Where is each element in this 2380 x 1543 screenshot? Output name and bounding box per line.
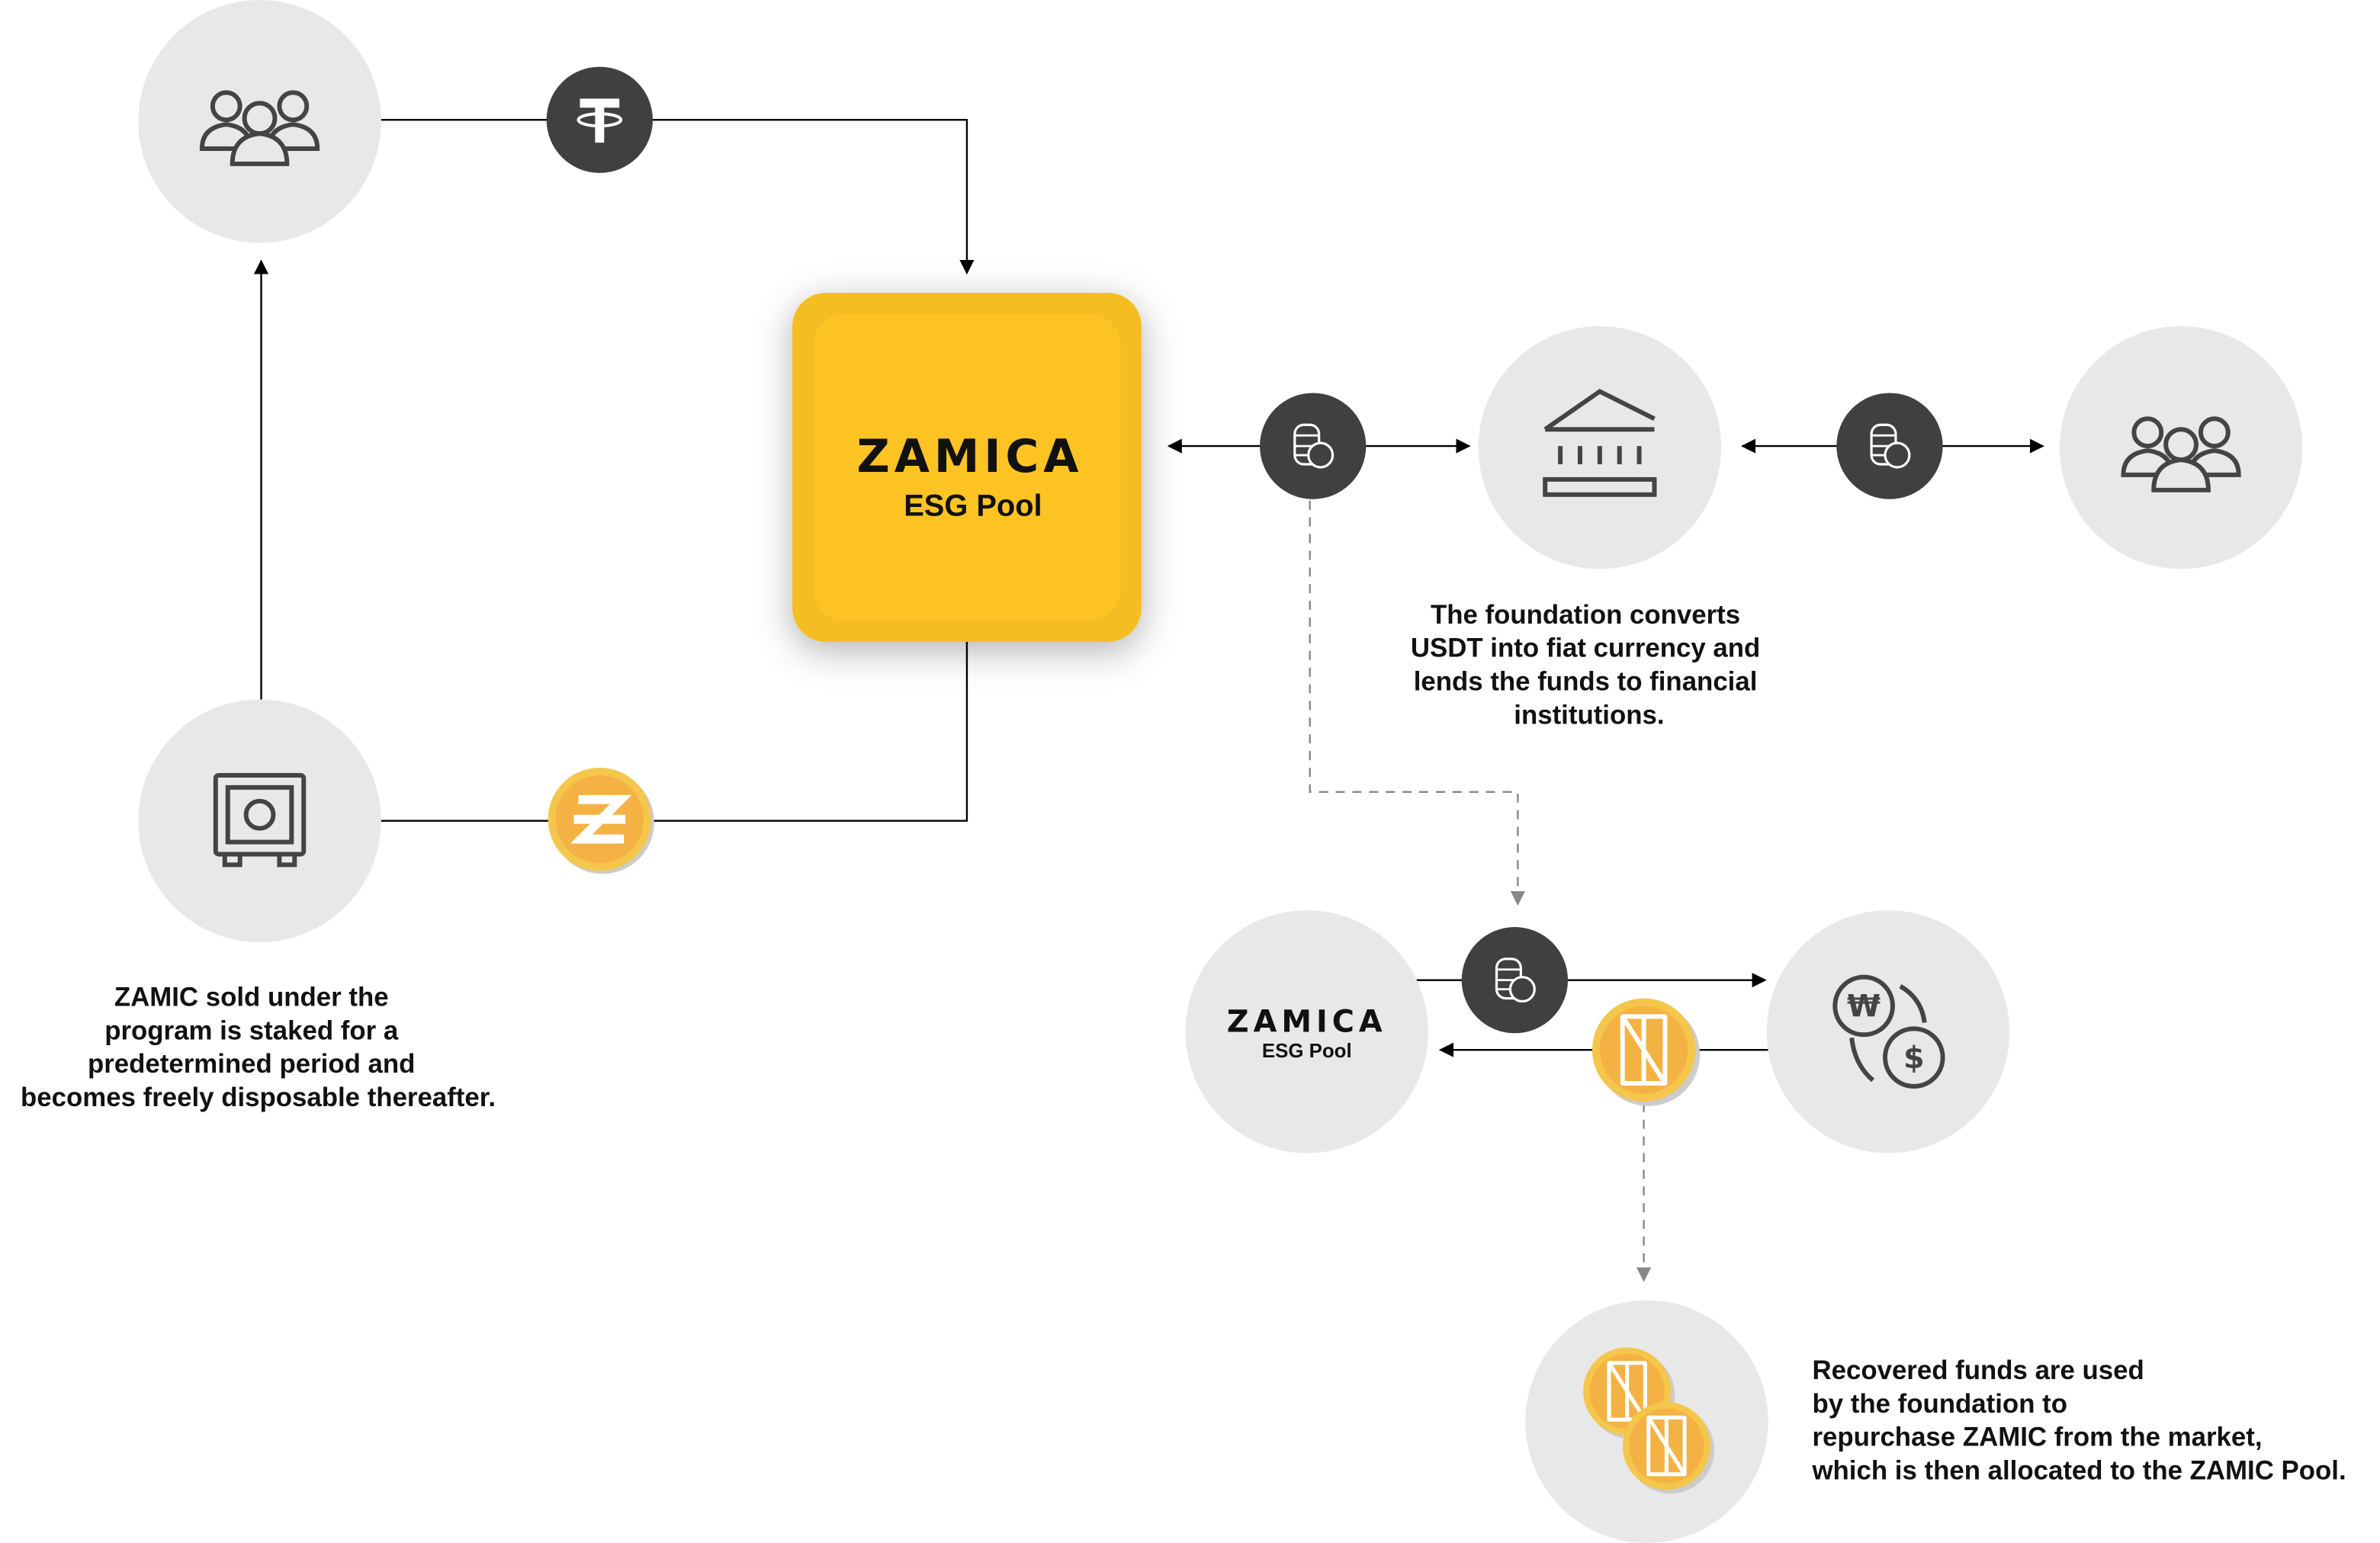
buyback-caption: Recovered funds are used by the foundati… (1811, 1355, 2346, 1485)
zamica-logo: ZAMICA (856, 431, 1083, 483)
zamica-logo: ZAMICA (1227, 1004, 1387, 1039)
small-esg-pool-node: ZAMICA ESG Pool (1185, 910, 1428, 1153)
buyback-node (1525, 1300, 1768, 1543)
zamica-token-icon (1592, 999, 1701, 1106)
esg-pool-label: ESG Pool (1262, 1041, 1352, 1062)
staking-caption: ZAMIC sold under the program is staked f… (21, 982, 496, 1112)
coins-stack-icon (1260, 393, 1367, 499)
esg-pool-label: ESG Pool (904, 489, 1042, 523)
dollar-symbol: $ (1903, 1041, 1925, 1076)
coins-stack-icon (1836, 393, 1943, 499)
currency-exchange-icon: ₩ $ (1832, 974, 1945, 1089)
foundation-caption: The foundation converts USDT into fiat c… (1411, 600, 1768, 730)
safe-node (138, 699, 381, 942)
currency-exchange-node: ₩ $ (1766, 910, 2010, 1153)
tether-icon (546, 66, 653, 173)
esg-pool-box: ZAMICA ESG Pool (792, 293, 1142, 642)
coins-stack-icon (1461, 926, 1569, 1034)
bank-icon (1543, 389, 1657, 497)
investors-node (138, 0, 381, 243)
zamica-token-icon (1623, 1402, 1715, 1494)
borrowers-node (2059, 326, 2303, 569)
connector-lines (253, 119, 2044, 1282)
zamic-z-coin-icon (548, 768, 654, 874)
safe-icon (213, 772, 307, 868)
won-symbol: ₩ (1847, 989, 1881, 1024)
bank-node (1478, 326, 1722, 569)
